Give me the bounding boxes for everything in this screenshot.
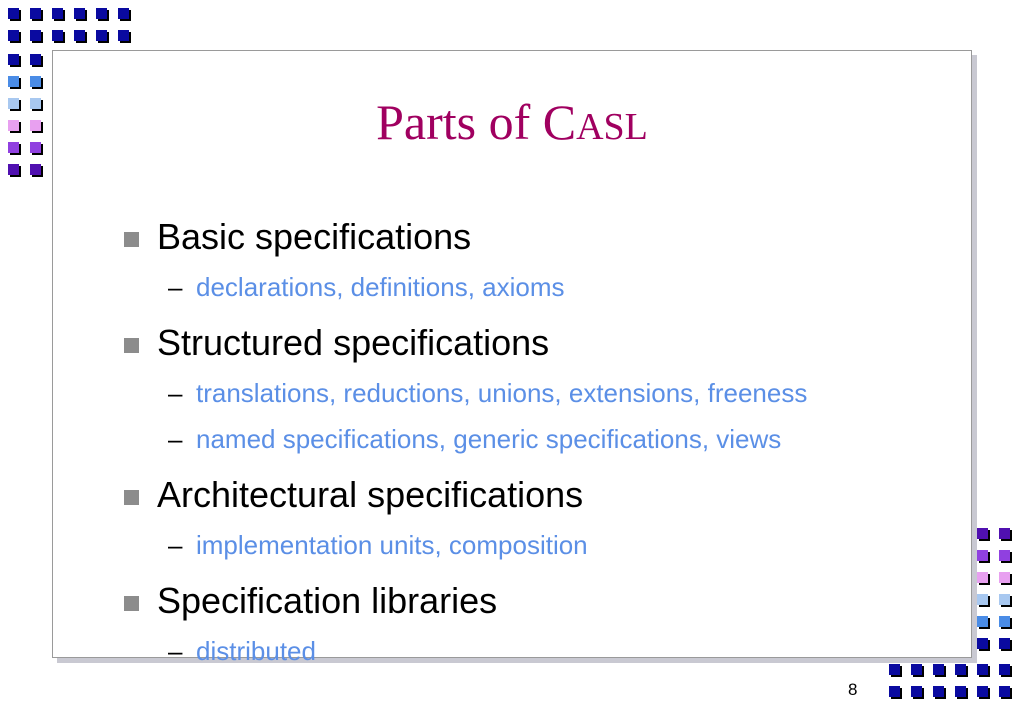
subitem: –declarations, definitions, axioms bbox=[120, 264, 807, 310]
subitem-text: distributed bbox=[196, 636, 316, 666]
decor-square bbox=[30, 54, 41, 65]
decor-square bbox=[999, 594, 1010, 605]
dash-bullet: – bbox=[168, 424, 183, 454]
subitem-group: –translations, reductions, unions, exten… bbox=[120, 370, 807, 462]
square-bullet-icon bbox=[124, 490, 139, 505]
decor-square bbox=[999, 550, 1010, 561]
slide-title: Parts of CASL bbox=[0, 92, 1024, 157]
subitem: –distributed bbox=[120, 628, 807, 674]
decor-square bbox=[8, 142, 19, 153]
decor-square bbox=[8, 8, 19, 19]
decor-square bbox=[999, 572, 1010, 583]
bullet-item: Architectural specifications bbox=[120, 468, 807, 522]
decor-square bbox=[933, 664, 944, 675]
decor-square bbox=[999, 616, 1010, 627]
decor-square bbox=[96, 30, 107, 41]
slide-frame bbox=[52, 50, 972, 658]
subitem-text: named specifications, generic specificat… bbox=[196, 424, 782, 454]
decor-square bbox=[52, 8, 63, 19]
decor-square bbox=[977, 638, 988, 649]
decor-square bbox=[911, 686, 922, 697]
subitem: –translations, reductions, unions, exten… bbox=[120, 370, 807, 416]
decor-square bbox=[8, 54, 19, 65]
decor-square bbox=[999, 638, 1010, 649]
decor-square bbox=[74, 8, 85, 19]
decor-square bbox=[74, 30, 85, 41]
decor-square bbox=[911, 664, 922, 675]
dash-bullet: – bbox=[168, 530, 183, 560]
bullet-list: Basic specifications –declarations, defi… bbox=[120, 210, 807, 674]
decor-square bbox=[999, 528, 1010, 539]
title-main: Parts of C bbox=[376, 94, 577, 150]
decor-square bbox=[30, 76, 41, 87]
dash-bullet: – bbox=[168, 272, 183, 302]
square-bullet-icon bbox=[124, 596, 139, 611]
decor-square bbox=[96, 8, 107, 19]
decor-square bbox=[977, 550, 988, 561]
decor-square bbox=[977, 686, 988, 697]
subitem-text: implementation units, composition bbox=[196, 530, 588, 560]
decor-square bbox=[977, 616, 988, 627]
decor-square bbox=[977, 528, 988, 539]
subitem: –implementation units, composition bbox=[120, 522, 807, 568]
subitem: –named specifications, generic specifica… bbox=[120, 416, 807, 462]
decor-square bbox=[977, 664, 988, 675]
decor-square bbox=[955, 686, 966, 697]
decor-square bbox=[8, 76, 19, 87]
decor-square bbox=[977, 572, 988, 583]
decor-square bbox=[30, 142, 41, 153]
bullet-label: Basic specifications bbox=[157, 216, 472, 257]
bullet-item: Specification libraries bbox=[120, 574, 807, 628]
decor-square bbox=[52, 30, 63, 41]
bullet-label: Structured specifications bbox=[157, 322, 550, 363]
dash-bullet: – bbox=[168, 378, 183, 408]
decor-square bbox=[118, 8, 129, 19]
decor-square bbox=[118, 30, 129, 41]
subitem-group: –implementation units, composition bbox=[120, 522, 807, 568]
bullet-item: Structured specifications bbox=[120, 316, 807, 370]
decor-square bbox=[999, 664, 1010, 675]
bullet-item: Basic specifications bbox=[120, 210, 807, 264]
decor-square bbox=[8, 30, 19, 41]
subitem-group: –distributed bbox=[120, 628, 807, 674]
bullet-label: Specification libraries bbox=[157, 580, 498, 621]
decor-square bbox=[889, 686, 900, 697]
decor-square bbox=[889, 664, 900, 675]
subitem-text: declarations, definitions, axioms bbox=[196, 272, 565, 302]
square-bullet-icon bbox=[124, 232, 139, 247]
decor-square bbox=[30, 8, 41, 19]
title-smallcaps: ASL bbox=[576, 106, 648, 148]
subitem-text: translations, reductions, unions, extens… bbox=[196, 378, 808, 408]
page-number: 8 bbox=[848, 680, 858, 699]
decor-square bbox=[30, 98, 41, 109]
decor-square bbox=[8, 98, 19, 109]
decor-square bbox=[30, 30, 41, 41]
decor-square bbox=[977, 594, 988, 605]
decor-square bbox=[30, 120, 41, 131]
decor-square bbox=[30, 164, 41, 175]
decor-square bbox=[8, 120, 19, 131]
decor-square bbox=[8, 164, 19, 175]
subitem-group: –declarations, definitions, axioms bbox=[120, 264, 807, 310]
bullet-label: Architectural specifications bbox=[157, 474, 584, 515]
decor-square bbox=[955, 664, 966, 675]
dash-bullet: – bbox=[168, 636, 183, 666]
decor-square bbox=[999, 686, 1010, 697]
decor-square bbox=[933, 686, 944, 697]
square-bullet-icon bbox=[124, 338, 139, 353]
